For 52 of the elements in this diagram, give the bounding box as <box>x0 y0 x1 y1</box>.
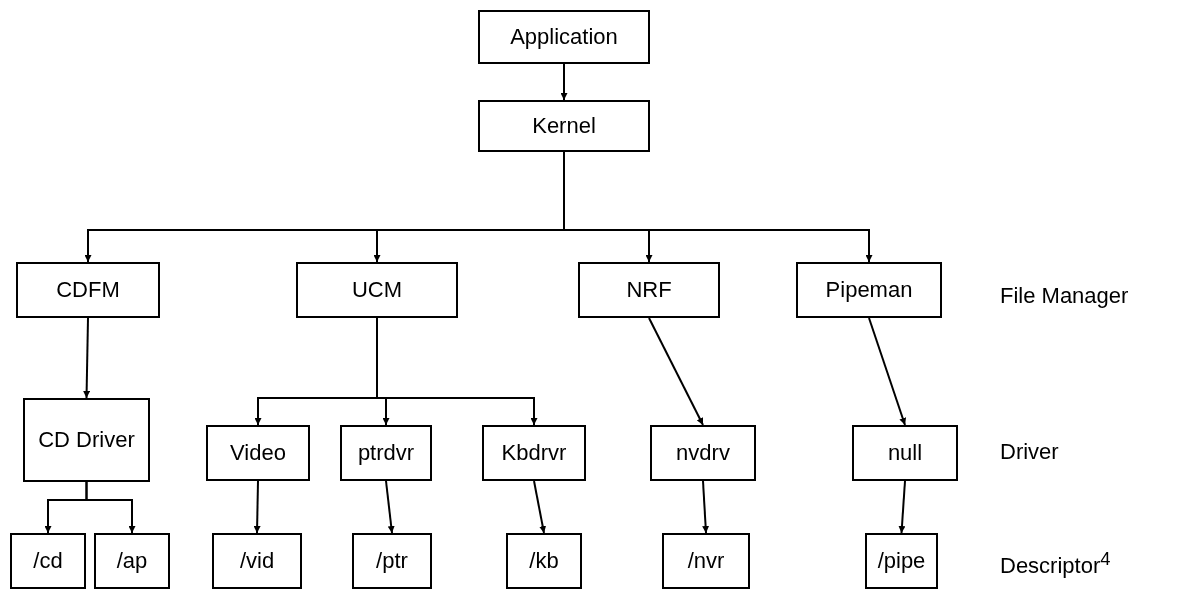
box-label: /nvr <box>686 547 726 575</box>
process-box <box>16 262 160 318</box>
box-label: null <box>886 439 924 467</box>
box-label: Kernel <box>531 112 597 140</box>
box-label: /kb <box>528 547 560 575</box>
arrow <box>868 317 907 426</box>
layer-label: Descriptor$^{4}$ <box>1000 547 1112 581</box>
box-label: CD Driver <box>37 426 136 454</box>
box-label: Video <box>229 439 287 467</box>
box-label: /ptr <box>375 547 409 575</box>
process-box <box>506 533 582 589</box>
box-label: ptrdvr <box>356 439 416 467</box>
arrow <box>533 480 547 534</box>
process-box <box>578 262 720 318</box>
box-label: /ap <box>115 547 149 575</box>
process-box <box>852 425 958 481</box>
arrow <box>85 481 136 534</box>
box-label: NRF <box>625 276 673 304</box>
box-label: Kbdrvr <box>500 439 568 467</box>
process-box <box>478 10 650 64</box>
box-label: UCM <box>350 276 404 304</box>
process-box <box>482 425 586 481</box>
arrow <box>376 317 538 426</box>
process-box <box>10 533 86 589</box>
box-label: /vid <box>238 547 276 575</box>
process-box <box>23 398 150 482</box>
process-box <box>94 533 170 589</box>
process-box <box>478 100 650 152</box>
process-box <box>212 533 302 589</box>
process-box <box>352 533 432 589</box>
arrow <box>648 317 704 426</box>
arrow <box>560 63 568 101</box>
arrow <box>385 480 395 534</box>
arrow <box>702 480 710 534</box>
process-box <box>796 262 942 318</box>
process-box <box>865 533 938 589</box>
box-label: nvdrv <box>675 439 731 467</box>
arrow <box>83 317 91 399</box>
process-box <box>296 262 458 318</box>
box-label: /cd <box>32 547 64 575</box>
box-label: Pipeman <box>824 276 914 304</box>
arrow <box>898 480 906 534</box>
layer-label: File Manager <box>1000 282 1130 310</box>
box-label: /pipe <box>876 547 927 575</box>
box-label: CDFM <box>55 276 121 304</box>
process-box <box>650 425 756 481</box>
layer-label: Driver <box>1000 438 1060 466</box>
box-label: Application <box>509 23 619 51</box>
process-box <box>662 533 750 589</box>
arrow <box>253 480 261 534</box>
process-box <box>340 425 432 481</box>
process-box <box>206 425 310 481</box>
